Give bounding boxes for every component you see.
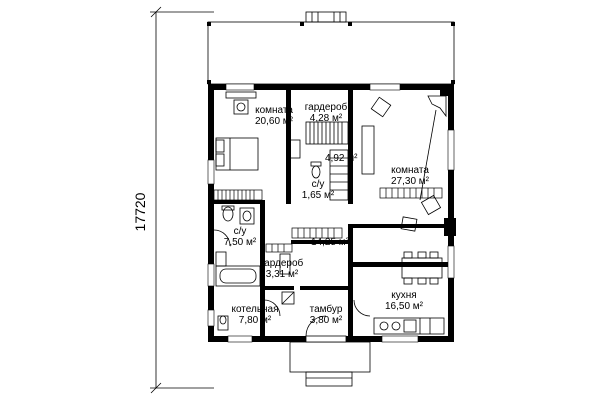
room-area: 4,92 м² <box>325 153 358 164</box>
room-name: гардероб <box>304 102 348 113</box>
room-area: 7,80 м² <box>238 315 272 326</box>
room-label-vestibule: тамбур 3,80 м² <box>310 304 343 326</box>
dimension-label: 17720 <box>132 192 148 232</box>
room-name: гардероб <box>260 258 304 269</box>
wardrobe-shelves <box>213 187 443 253</box>
room-area: 1,65 м² <box>301 190 335 201</box>
room-area: 27,30 м² <box>390 176 430 187</box>
room-name: с/у <box>233 226 247 237</box>
room-label-kitchen: кухня 16,50 м² <box>385 290 423 312</box>
room-name: с/у <box>311 179 325 190</box>
room-label-stair: 4,92 м² <box>325 153 357 164</box>
room-label-boiler: котельная 7,80 м² <box>231 304 278 326</box>
windows <box>207 83 455 343</box>
room-label-wc-1: с/у 1,65 м² <box>302 179 334 201</box>
room-name: котельная <box>231 304 279 315</box>
room-name: тамбур <box>309 304 343 315</box>
room-area: 14,25 м² <box>311 237 350 248</box>
room-area: 7,50 м² <box>223 237 257 248</box>
dimension-line <box>150 6 214 394</box>
room-name: кухня <box>391 290 417 301</box>
room-label-wardrobe-2: гардероб 3,31 м² <box>261 258 304 280</box>
room-label-wc-2: с/у 7,50 м² <box>224 226 256 248</box>
room-label-wardrobe-1: гардероб 4,28 м² <box>305 102 348 124</box>
furniture <box>213 91 447 337</box>
room-name: комната <box>255 105 293 116</box>
room-label-room-2: комната 27,30 м² <box>391 165 429 187</box>
room-area: 20,60 м² <box>254 116 294 127</box>
room-area: 3,80 м² <box>309 315 343 326</box>
terrace-posts <box>207 22 455 84</box>
staircase <box>305 121 349 201</box>
room-area: 3,31 м² <box>265 269 299 280</box>
terrace <box>207 11 455 85</box>
room-label-hall: 14,25 м² <box>311 237 349 248</box>
room-label-room-1: комната 20,60 м² <box>255 105 293 127</box>
room-name: комната <box>391 165 429 176</box>
entrance-porch <box>289 335 371 387</box>
room-area: 16,50 м² <box>384 301 424 312</box>
room-area: 4,28 м² <box>309 113 343 124</box>
